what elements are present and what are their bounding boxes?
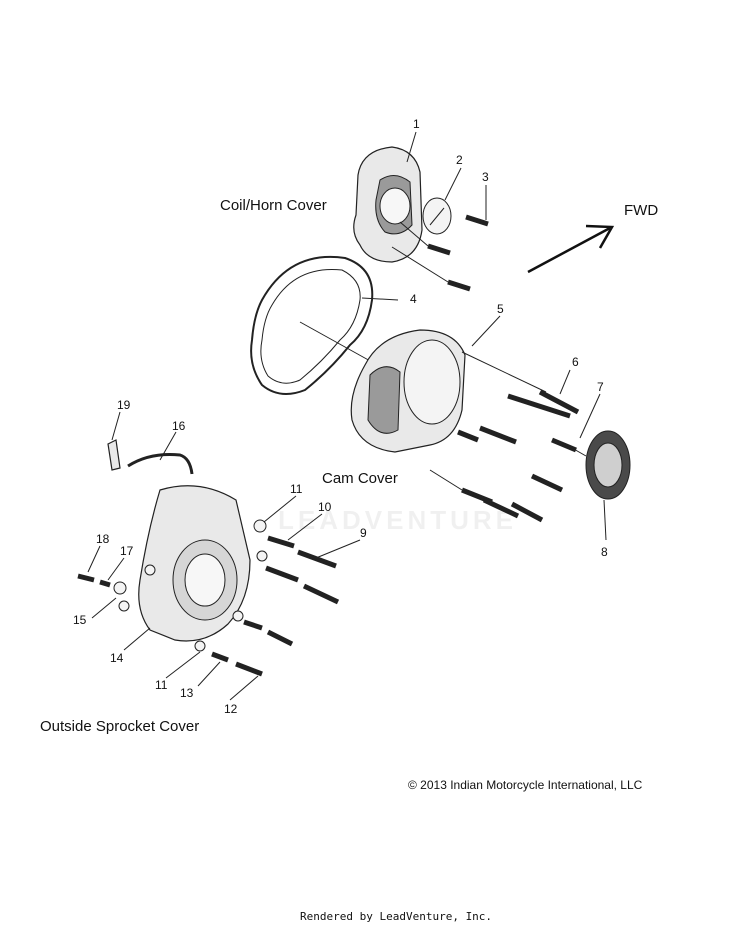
callout-19: 19 — [117, 398, 131, 412]
callout-1: 1 — [413, 117, 420, 131]
copyright-text: © 2013 Indian Motorcycle International, … — [408, 778, 643, 792]
coil-cover-screws-part — [391, 214, 489, 292]
coil-cover-badge-part — [422, 197, 452, 235]
callout-5: 5 — [497, 302, 504, 316]
cam-cover-part — [350, 329, 466, 453]
callout-8: 8 — [601, 545, 608, 559]
callout-2: 2 — [456, 153, 463, 167]
outside-sprocket-cover-label: Outside Sprocket Cover — [40, 718, 200, 735]
coil-horn-cover-part — [353, 146, 423, 263]
cam-cover-gasket-part — [250, 256, 374, 395]
callout-17: 17 — [120, 544, 134, 558]
fwd-label: FWD — [624, 202, 659, 219]
callout-18: 18 — [96, 532, 110, 546]
sprocket-cover-bolts-part — [77, 519, 340, 677]
cam-cover-label: Cam Cover — [322, 470, 398, 487]
sprocket-cover-seal-part — [127, 453, 194, 475]
callout-12: 12 — [224, 702, 238, 716]
callout-9: 9 — [360, 526, 367, 540]
callout-leader-lines — [87, 131, 607, 701]
callout-16: 16 — [172, 419, 186, 433]
footer-text: Rendered by LeadVenture, Inc. — [300, 910, 493, 923]
coil-horn-cover-label: Coil/Horn Cover — [220, 197, 327, 214]
callout-14: 14 — [110, 651, 124, 665]
callout-15: 15 — [73, 613, 87, 627]
callout-4: 4 — [410, 292, 417, 306]
watermark: LEADVENTURE — [278, 505, 518, 535]
outside-sprocket-cover-part — [138, 485, 251, 642]
callout-11: 11 — [155, 678, 168, 692]
callout-10: 10 — [318, 500, 332, 514]
callout-6: 6 — [572, 355, 579, 369]
callout-11: 11 — [290, 482, 303, 496]
fwd-arrow-icon — [527, 224, 615, 274]
callout-7: 7 — [597, 380, 604, 394]
cam-cover-medallion-part — [571, 430, 631, 500]
cover-bracket-part — [107, 439, 121, 471]
callout-13: 13 — [180, 686, 194, 700]
callout-3: 3 — [482, 170, 489, 184]
